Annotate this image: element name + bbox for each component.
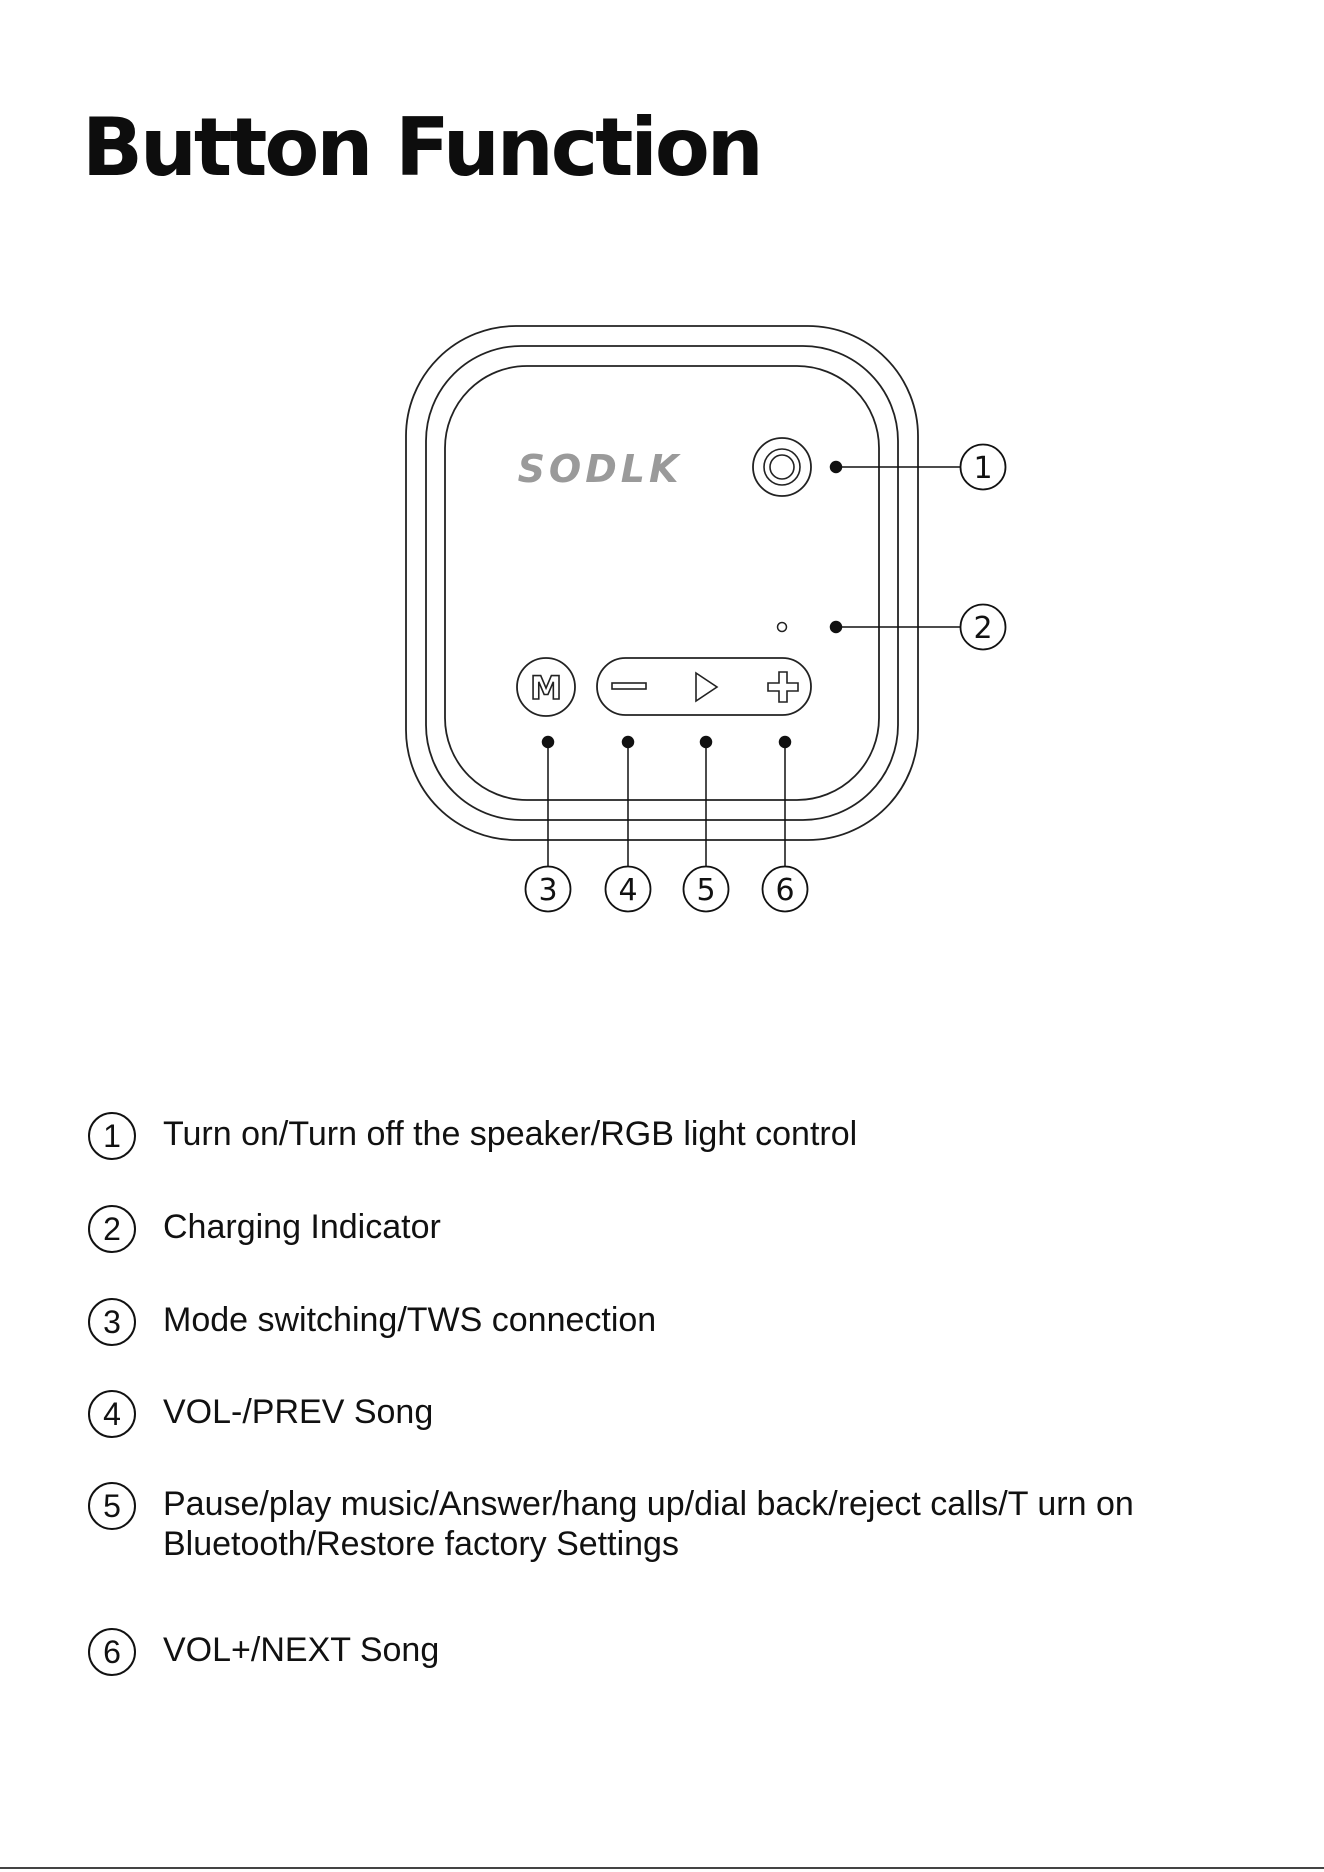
callout-6: 6 [763,867,808,912]
speaker-body-outline [406,326,918,840]
bottom-rule [0,1867,1324,1869]
charging-indicator-dot-icon [778,623,787,632]
callout-1: 1 [961,445,1006,490]
svg-text:1: 1 [973,451,992,486]
svg-text:4: 4 [618,873,637,908]
function-text: Mode switching/TWS connection [163,1300,1163,1340]
brand-logo: SODLK [518,447,683,491]
function-text: Pause/play music/Answer/hang up/dial bac… [163,1484,1163,1564]
speaker-top-diagram: SODLK M 1 [0,0,1324,960]
minus-icon[interactable] [612,683,646,689]
function-number: 2 [88,1205,136,1253]
function-number: 6 [88,1628,136,1676]
function-item-4: 4 VOL-/PREV Song [88,1390,1163,1438]
function-text: VOL-/PREV Song [163,1392,1163,1432]
function-item-3: 3 Mode switching/TWS connection [88,1298,1163,1346]
function-item-5: 5 Pause/play music/Answer/hang up/dial b… [88,1482,1163,1564]
svg-text:5: 5 [696,873,715,908]
function-number: 1 [88,1112,136,1160]
callout-4: 4 [606,867,651,912]
callout-5: 5 [684,867,729,912]
function-item-1: 1 Turn on/Turn off the speaker/RGB light… [88,1112,1163,1160]
function-text: Turn on/Turn off the speaker/RGB light c… [163,1114,1163,1154]
svg-text:2: 2 [973,611,992,646]
power-button-icon[interactable] [753,438,811,496]
function-number: 5 [88,1482,136,1530]
mode-button-glyph: M [530,669,562,707]
function-text: VOL+/NEXT Song [163,1630,1163,1670]
function-text: Charging Indicator [163,1207,1163,1247]
function-item-6: 6 VOL+/NEXT Song [88,1628,1163,1676]
function-number: 3 [88,1298,136,1346]
svg-text:6: 6 [775,873,794,908]
function-number: 4 [88,1390,136,1438]
callout-2: 2 [961,605,1006,650]
mode-button[interactable]: M [517,658,575,716]
function-item-2: 2 Charging Indicator [88,1205,1163,1253]
callout-3: 3 [526,867,571,912]
svg-text:3: 3 [538,873,557,908]
